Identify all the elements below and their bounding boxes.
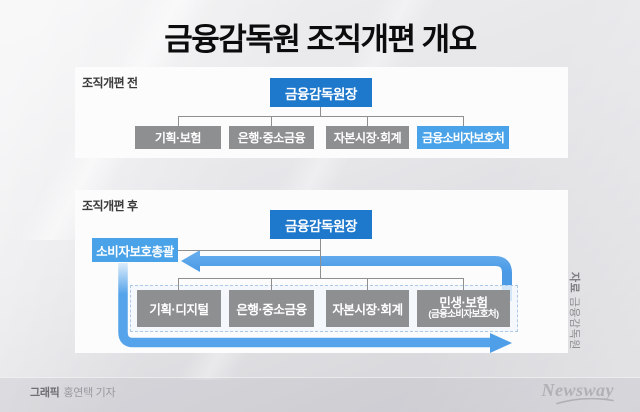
org-box-banking-sme: 은행·중소금융 — [229, 126, 314, 149]
connector-line — [178, 116, 463, 117]
newsway-logo-swoosh — [556, 398, 614, 405]
graphic-credit-name: 홍연택 기자 — [63, 387, 116, 399]
newsway-logo-text: Newsway — [541, 380, 614, 400]
connector-line — [320, 107, 321, 116]
connector-line — [178, 278, 463, 279]
connector-line — [178, 278, 179, 290]
newsway-logo: Newsway — [542, 380, 615, 405]
connector-line — [271, 278, 272, 290]
panel-before-label: 조직개편 전 — [82, 76, 138, 90]
connector-line — [320, 239, 321, 278]
org-box-livelihood-insurance-sublabel: (금융소비자보호처) — [428, 309, 499, 321]
connector-line — [463, 278, 464, 290]
org-box-planning-digital: 기획·디지털 — [137, 290, 221, 327]
org-box-livelihood-insurance-label: 민생·보험 — [439, 295, 488, 310]
org-box-governor-after: 금융감독원장 — [270, 210, 372, 239]
footer-band — [0, 377, 640, 412]
org-box-livelihood-insurance: 민생·보험 (금융소비자보호처) — [417, 290, 510, 327]
connector-line — [271, 116, 272, 126]
loop-arrow-body — [118, 263, 491, 348]
source-note-prefix: 자료 — [568, 272, 580, 294]
left-arrow-head — [181, 250, 200, 272]
panel-after-label: 조직개편 후 — [82, 199, 138, 213]
source-note-text: 금융감독원 — [568, 296, 580, 350]
org-box-capital-accounting: 자본시장·회계 — [326, 126, 409, 149]
org-box-governor-before: 금융감독원장 — [270, 78, 372, 107]
org-box-consumer-oversight: 소비자보호총괄 — [92, 238, 178, 262]
org-box-consumer-protection: 금융소비자보호처 — [417, 126, 509, 149]
org-box-banking-sme-after: 은행·중소금융 — [229, 290, 314, 327]
connector-line — [178, 250, 320, 251]
connector-line — [178, 116, 179, 126]
org-box-planning-insurance: 기획·보험 — [135, 126, 221, 149]
graphic-credit-prefix: 그래픽 — [30, 387, 60, 399]
org-box-capital-accounting-after: 자본시장·회계 — [326, 290, 409, 327]
flow-arrows — [118, 250, 512, 353]
panel-after: 조직개편 후 금융감독원장 소비자보호총괄 기획·디지털 은행·중소금융 자본시… — [75, 190, 568, 353]
connector-line — [463, 116, 464, 126]
left-arrow-body — [200, 256, 512, 301]
connector-line — [367, 116, 368, 126]
connector-line — [367, 278, 368, 290]
source-note: 자료 금융감독원 — [567, 272, 583, 350]
page-title: 금융감독원 조직개편 개요 — [164, 22, 477, 57]
panel-before: 조직개편 전 금융감독원장 기획·보험 은행·중소금융 자본시장·회계 금융소비… — [75, 67, 568, 158]
loop-arrow-head — [490, 333, 512, 353]
